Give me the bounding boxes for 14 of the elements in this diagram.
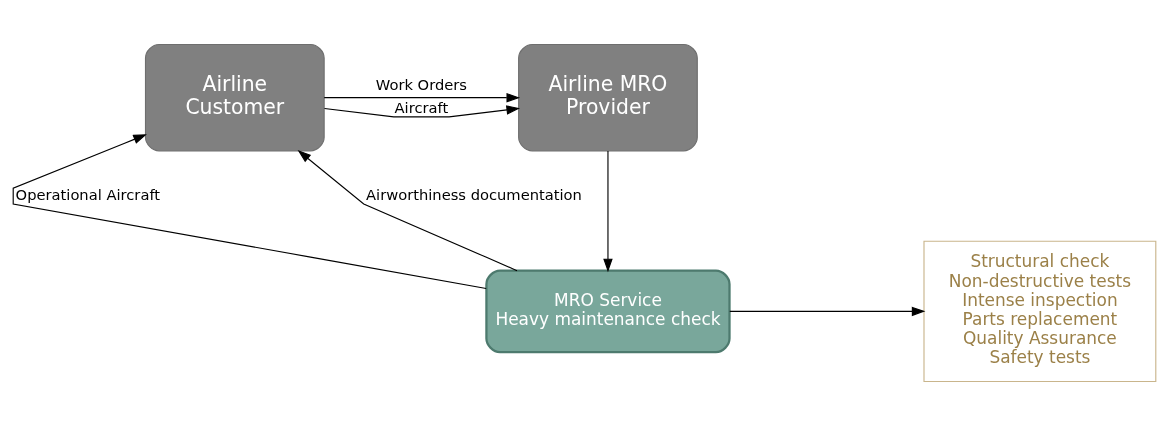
arrow xyxy=(323,105,520,118)
node-box: MRO Service Heavy maintenance check xyxy=(485,269,731,354)
arrow xyxy=(729,306,926,317)
arrow xyxy=(297,150,518,272)
edge-label: Operational Aircraft xyxy=(15,185,161,203)
edge-label: Work Orders xyxy=(375,76,468,94)
node-box: Airline MRO Provider xyxy=(518,43,698,152)
arrow xyxy=(12,134,487,290)
edge-label: Airworthiness documentation xyxy=(366,185,582,203)
arrow xyxy=(603,150,613,273)
node-box: Airline Customer xyxy=(144,43,325,152)
node-box: Structural check Non-destructive tests Intense inspection Parts replacement Quality Assurance Safety tests xyxy=(923,240,1157,383)
arrow xyxy=(323,92,521,103)
edge-label: Aircraft xyxy=(394,98,449,116)
